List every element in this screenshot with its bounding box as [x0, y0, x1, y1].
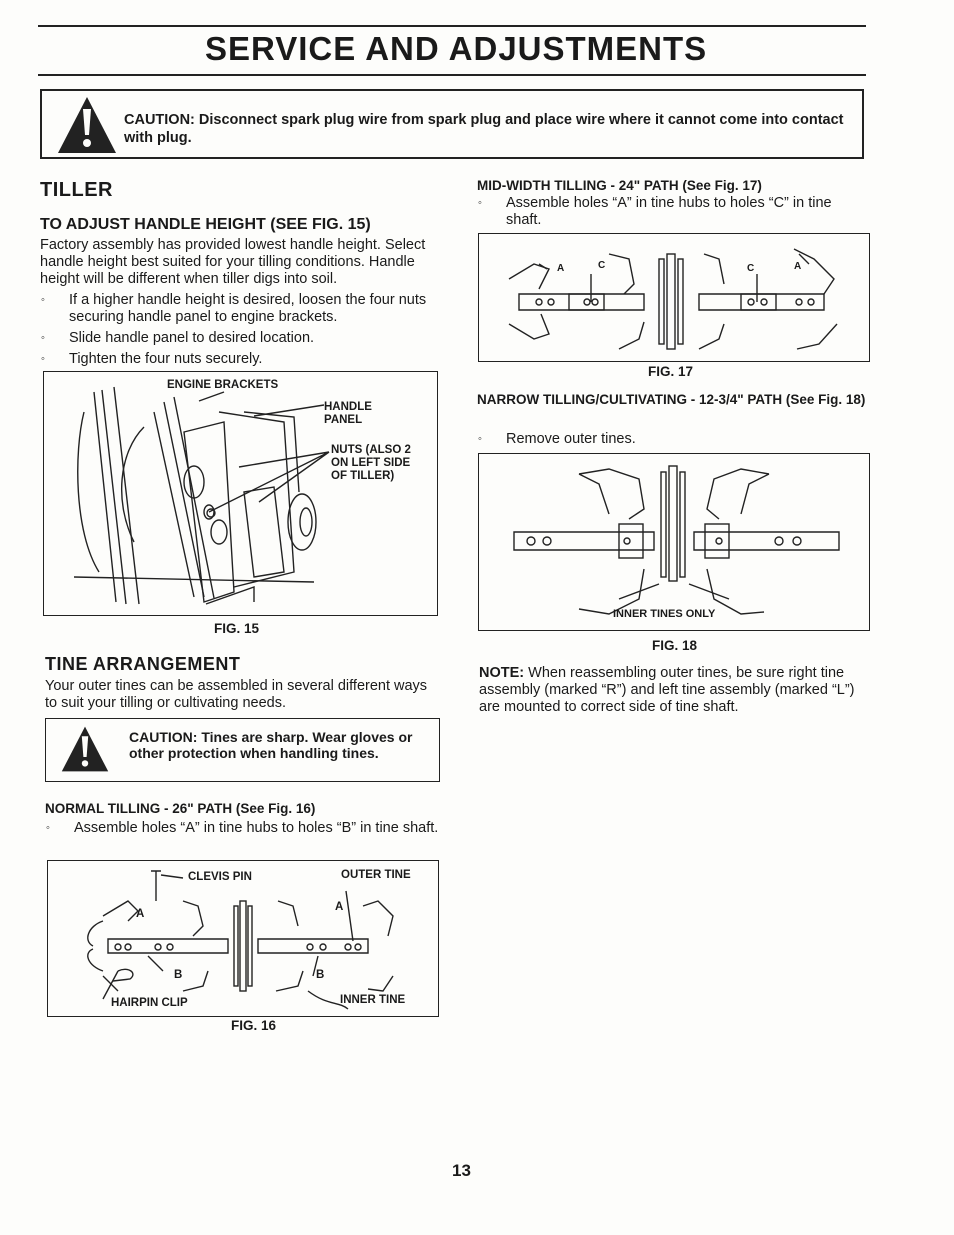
hole-a-label-left: A [557, 263, 565, 274]
nuts-label: NUTS (ALSO 2 ON LEFT SIDE OF TILLER) [331, 444, 411, 482]
narrow-tilling-step: Remove outer tines. [477, 431, 870, 448]
hole-b-label-right: B [316, 969, 325, 981]
narrow-tilling-steps: Remove outer tines. [477, 431, 870, 452]
narrow-tilling-heading: NARROW TILLING/CULTIVATING - 12-3/4" PAT… [477, 392, 866, 407]
tines-caution-text: CAUTION: Tines are sharp. Wear gloves or… [129, 729, 413, 761]
normal-tilling-heading: NORMAL TILLING - 26" PATH (See Fig. 16) [45, 801, 316, 816]
handle-height-intro: Factory assembly has provided lowest han… [40, 237, 426, 287]
narrow-tilling-illustration [513, 465, 840, 615]
mid-width-tilling-illustration [508, 248, 838, 350]
spark-plug-caution-box: CAUTION: Disconnect spark plug wire from… [40, 89, 864, 159]
page-number: 13 [452, 1161, 471, 1180]
handle-step: Tighten the four nuts securely. [40, 351, 440, 368]
tine-arrangement-intro: Your outer tines can be assembled in sev… [45, 678, 428, 711]
hole-a-label-right: A [794, 261, 802, 272]
handle-step: If a higher handle height is desired, lo… [40, 292, 440, 326]
figure-18-caption: FIG. 18 [652, 638, 698, 653]
warning-icon [60, 725, 110, 773]
top-rule [38, 25, 866, 27]
hole-a-label-left: A [136, 908, 145, 920]
hole-c-label-right: C [747, 263, 755, 274]
spark-plug-caution-text: CAUTION: Disconnect spark plug wire from… [124, 112, 844, 146]
figure-15: ENGINE BRACKETS HANDLE PANEL NUTS (ALSO … [43, 371, 438, 616]
mid-width-steps: Assemble holes “A” in tine hubs to holes… [477, 195, 870, 233]
warning-icon [56, 95, 118, 155]
reassembly-note: NOTE: When reassembling outer tines, be … [479, 665, 872, 716]
note-text: When reassembling outer tines, be sure r… [479, 665, 855, 715]
normal-tilling-illustration [87, 870, 394, 1010]
handle-step: Slide handle panel to desired location. [40, 330, 440, 347]
figure-15-caption: FIG. 15 [214, 621, 260, 636]
handle-assembly-illustration [73, 386, 330, 605]
tine-arrangement-heading: TINE ARRANGEMENT [45, 654, 241, 674]
figure-18: INNER TINES ONLY [478, 453, 870, 631]
clevis-pin-label: CLEVIS PIN [188, 871, 252, 883]
tiller-heading: TILLER [40, 179, 113, 201]
handle-panel-label: HANDLE PANEL [324, 401, 372, 426]
mid-width-heading: MID-WIDTH TILLING - 24" PATH (See Fig. 1… [477, 178, 762, 193]
tines-caution-box: CAUTION: Tines are sharp. Wear gloves or… [45, 718, 440, 782]
inner-tine-label: INNER TINE [340, 994, 406, 1006]
engine-brackets-label: ENGINE BRACKETS [167, 379, 279, 391]
handle-steps-list: If a higher handle height is desired, lo… [40, 292, 440, 372]
hairpin-clip-label: HAIRPIN CLIP [111, 997, 188, 1009]
handle-height-heading: TO ADJUST HANDLE HEIGHT (SEE FIG. 15) [40, 216, 371, 233]
normal-tilling-steps: Assemble holes “A” in tine hubs to holes… [45, 820, 441, 841]
mid-width-step: Assemble holes “A” in tine hubs to holes… [477, 195, 870, 229]
figure-16-caption: FIG. 16 [231, 1018, 277, 1033]
outer-tine-label: OUTER TINE [341, 869, 411, 881]
hole-c-label-left: C [598, 260, 606, 271]
normal-tilling-step: Assemble holes “A” in tine hubs to holes… [45, 820, 441, 837]
inner-tines-only-label: INNER TINES ONLY [613, 608, 716, 620]
hole-a-label-right: A [335, 901, 344, 913]
figure-17-caption: FIG. 17 [648, 364, 694, 379]
hole-b-label-left: B [174, 969, 183, 981]
figure-16: CLEVIS PIN OUTER TINE A A B B HAIRPIN CL… [47, 860, 439, 1017]
note-label: NOTE: [479, 665, 525, 681]
title-underline [38, 74, 866, 76]
page-title: SERVICE AND ADJUSTMENTS [205, 30, 708, 67]
figure-17: A C C A [478, 233, 870, 362]
